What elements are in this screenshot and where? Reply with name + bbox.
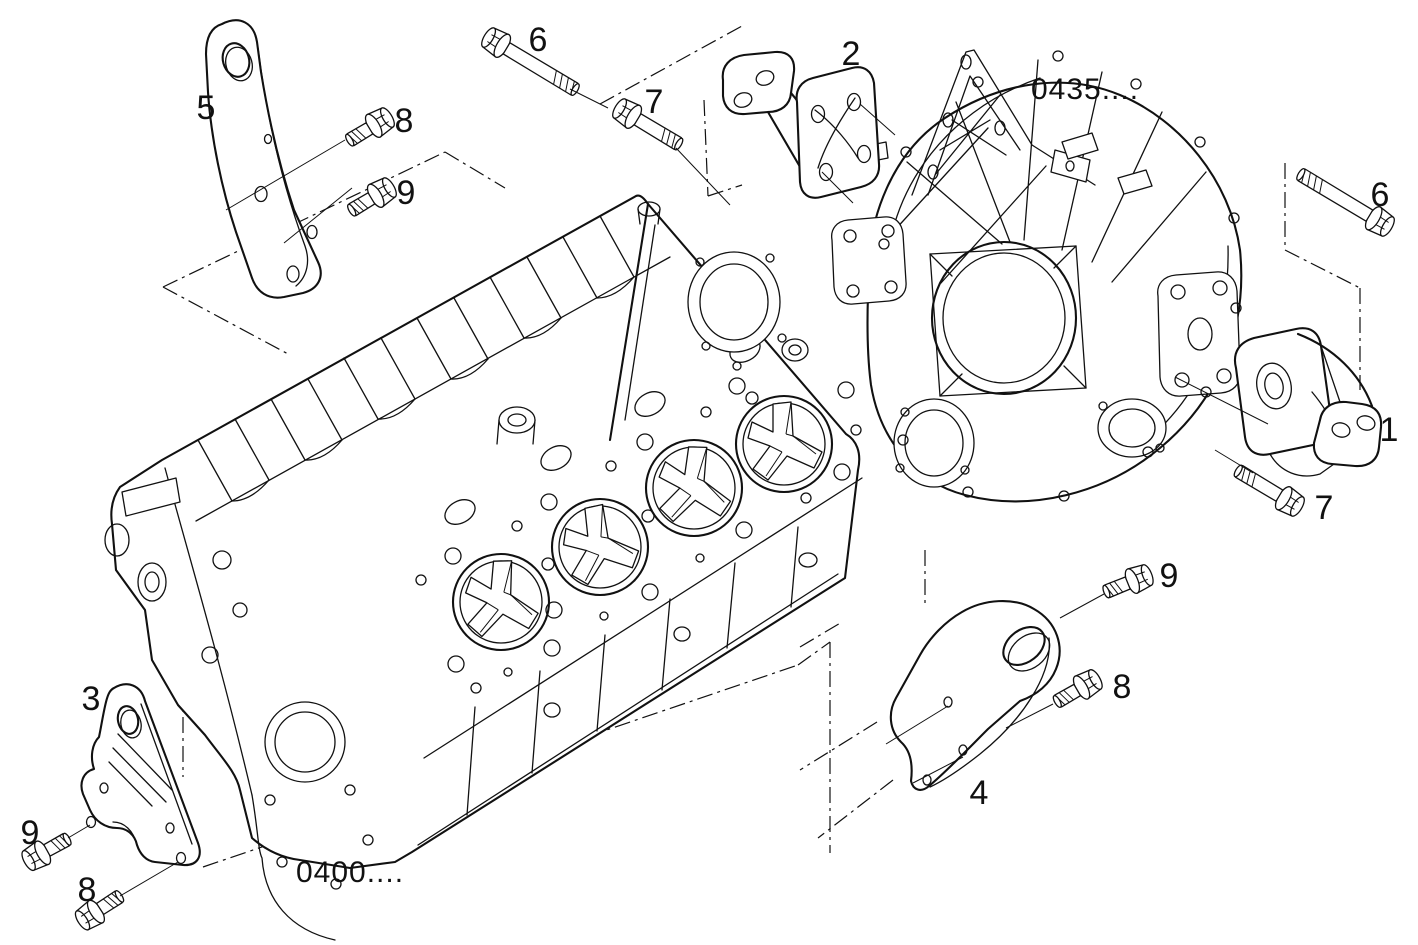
cylinder-bores — [451, 394, 834, 652]
callout-9-bottom-left: 9 — [21, 814, 40, 852]
callout-6-right: 6 — [1371, 176, 1390, 214]
housing-bolt-holes — [878, 50, 1242, 502]
ref-code-flywheel-housing: 0435.... — [1031, 73, 1139, 106]
callout-7-right: 7 — [1315, 489, 1334, 527]
callout-9-top-left: 9 — [397, 174, 416, 212]
callout-1: 1 — [1380, 411, 1399, 449]
engine-mount-bracket-part-2 — [721, 50, 881, 199]
callout-9-middle-right: 9 — [1160, 557, 1179, 595]
ref-code-engine-block: 0400.... — [296, 856, 404, 889]
callout-labels: 5 8 9 6 7 2 6 1 7 9 8 4 3 9 8 0435.... 0… — [21, 21, 1399, 909]
engine-mount-bracket-part-1 — [1234, 327, 1383, 477]
screw-8-top-left — [340, 103, 399, 154]
screw-9-middle-right — [1098, 560, 1157, 606]
screw-7-right — [1228, 457, 1309, 521]
callout-2: 2 — [842, 35, 861, 73]
callout-5: 5 — [197, 89, 216, 127]
engine-block — [104, 194, 863, 941]
callout-8-top-left: 8 — [395, 102, 414, 140]
gusset-bracket-part-3 — [80, 683, 201, 867]
screw-8-bottom-right — [1047, 665, 1107, 715]
callout-8-bottom-right: 8 — [1113, 668, 1132, 706]
callout-8-bottom-left: 8 — [78, 871, 97, 909]
construction-lines — [162, 25, 1361, 868]
callout-7-top: 7 — [645, 83, 664, 121]
callout-6-top: 6 — [529, 21, 548, 59]
callout-4: 4 — [970, 774, 989, 812]
flat-bracket-part-5 — [204, 19, 322, 299]
cam-gallery-openings — [444, 337, 761, 525]
support-bracket-part-4 — [889, 599, 1061, 791]
flywheel-housing — [831, 49, 1243, 503]
deck-holes — [415, 377, 862, 694]
leader-lines — [67, 88, 1269, 897]
callout-3: 3 — [82, 680, 101, 718]
screw-9-top-left — [342, 173, 401, 224]
